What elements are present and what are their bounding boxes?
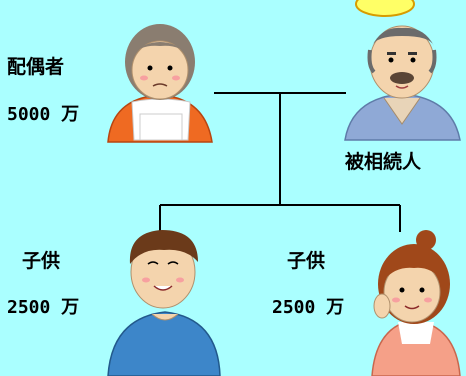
spouse-role-label: 配偶者 — [7, 56, 65, 78]
halo-icon — [355, 0, 415, 17]
deceased-role-label: 被相続人 — [345, 151, 422, 173]
child1-role-label: 子供 — [22, 250, 61, 272]
connector-lines — [159, 92, 401, 232]
child2-role-label: 子供 — [287, 250, 326, 272]
spouse-illustration — [107, 24, 213, 143]
deceased-illustration — [344, 0, 461, 141]
spouse-amount-label: 5000 万 — [7, 104, 80, 125]
child1-illustration — [107, 230, 221, 376]
child2-amount-label: 2500 万 — [272, 297, 345, 318]
child1-amount-label: 2500 万 — [7, 297, 80, 318]
child2-illustration — [371, 230, 461, 376]
